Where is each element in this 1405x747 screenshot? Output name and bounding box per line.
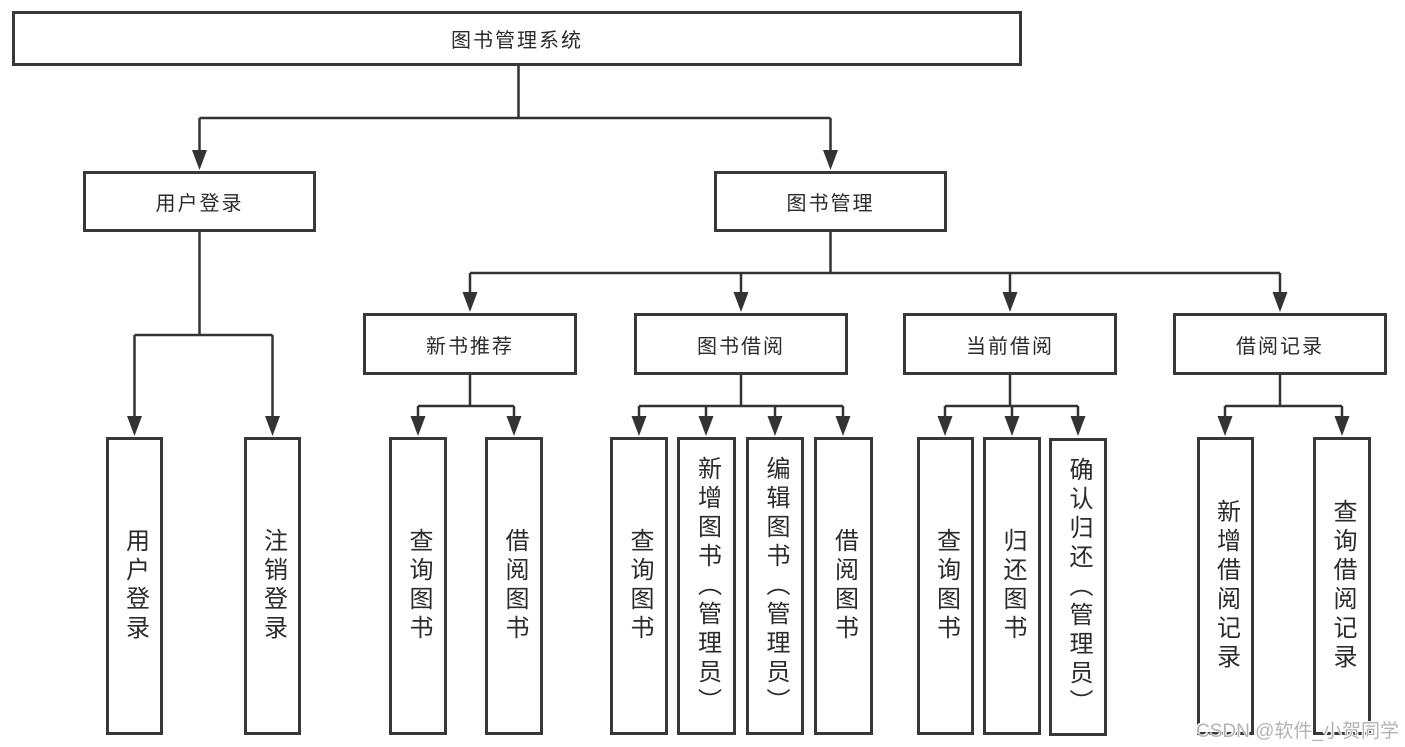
node-label: 用户登录 (155, 193, 244, 215)
node-new-book-recommend: 新书推荐 (363, 313, 577, 375)
node-logout: 注销登录 (244, 437, 301, 735)
node-label: 查询图书 (932, 528, 959, 644)
node-label: 查询图书 (405, 528, 431, 644)
node-current-return-book: 归还图书 (983, 437, 1041, 735)
arrowheads (127, 150, 1350, 436)
node-label: 图书管理系统 (451, 30, 583, 52)
node-label: 确认归还（管理员） (1065, 456, 1091, 718)
node-user-login-group: 用户登录 (83, 171, 316, 232)
node-book-borrowing: 图书借阅 (634, 313, 848, 375)
node-label: 借阅记录 (1236, 335, 1324, 358)
node-label: 新增图书（管理员） (693, 455, 720, 717)
node-label: 查询借阅记录 (1329, 499, 1355, 673)
node-borrow-search-book: 查询图书 (610, 437, 668, 735)
node-user-login: 用户登录 (106, 437, 163, 735)
node-borrow-edit-book-admin: 编辑图书（管理员） (746, 437, 804, 735)
node-current-confirm-return-admin: 确认归还（管理员） (1049, 438, 1107, 736)
node-label: 归还图书 (999, 528, 1025, 644)
node-label: 图书管理 (786, 193, 875, 215)
node-label: 注销登录 (259, 528, 286, 644)
node-borrow-borrow-book: 借阅图书 (814, 437, 873, 735)
node-label: 查询图书 (626, 528, 652, 644)
node-current-search-book: 查询图书 (917, 437, 974, 735)
node-records-add-record: 新增借阅记录 (1197, 437, 1254, 735)
watermark: CSDN @软件_小贺同学 (1196, 721, 1399, 742)
node-label: 借阅图书 (501, 528, 527, 644)
node-label: 新增借阅记录 (1212, 499, 1239, 673)
node-book-management: 图书管理 (714, 171, 947, 232)
node-recommend-search-book: 查询图书 (389, 437, 447, 735)
node-current-borrowing: 当前借阅 (903, 313, 1117, 375)
node-label: 新书推荐 (426, 335, 514, 358)
node-label: 当前借阅 (966, 335, 1054, 358)
node-label: 编辑图书（管理员） (762, 455, 788, 717)
node-label: 图书借阅 (697, 335, 785, 358)
node-library-system: 图书管理系统 (12, 11, 1022, 66)
node-recommend-borrow-book: 借阅图书 (485, 437, 543, 735)
node-borrowing-records: 借阅记录 (1173, 313, 1387, 375)
node-label: 用户登录 (121, 528, 148, 644)
node-label: 借阅图书 (830, 528, 857, 644)
node-records-search-record: 查询借阅记录 (1313, 437, 1371, 735)
node-borrow-add-book-admin: 新增图书（管理员） (677, 437, 736, 735)
